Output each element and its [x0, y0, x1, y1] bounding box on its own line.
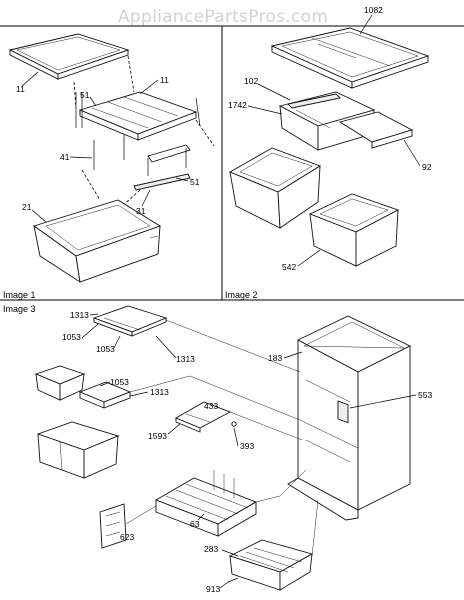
callout-542: 542 — [282, 262, 296, 272]
callout-1313a: 1313 — [70, 310, 89, 320]
shelf-frame — [75, 91, 201, 141]
callout-393: 393 — [240, 441, 254, 451]
image-2-assembly: 1082 102 1742 92 542 — [228, 5, 432, 272]
callout-1742: 1742 — [228, 100, 247, 110]
small-tray-1053 — [78, 381, 132, 409]
callout-41: 41 — [60, 152, 70, 162]
callout-283: 283 — [204, 544, 218, 554]
wire-basket-63 — [154, 470, 258, 537]
callout-51a: 51 — [80, 90, 90, 100]
slide-rails — [93, 135, 191, 191]
refrigerator-cabinet — [287, 315, 412, 521]
door-panel-623 — [99, 503, 127, 549]
callout-1053b: 1053 — [96, 344, 115, 354]
callout-433: 433 — [204, 401, 218, 411]
caption-image-2: Image 2 — [225, 290, 258, 300]
callout-102: 102 — [244, 76, 258, 86]
callout-1593: 1593 — [148, 431, 167, 441]
right-crisper-542 — [308, 193, 400, 267]
glass-shelf-1082 — [270, 27, 430, 89]
small-bin-left — [34, 365, 86, 401]
screw-913 — [227, 577, 239, 583]
caption-image-1: Image 1 — [3, 290, 36, 300]
callout-31: 31 — [136, 206, 146, 216]
upper-drawer — [278, 91, 414, 151]
callout-51b: 51 — [190, 177, 200, 187]
callout-11b: 11 — [160, 75, 169, 85]
callout-553: 553 — [418, 390, 432, 400]
callout-1313c: 1313 — [150, 387, 169, 397]
caption-image-3: Image 3 — [3, 304, 36, 314]
callout-1082: 1082 — [364, 5, 383, 15]
watermark-text: AppliancePartsPros.com — [118, 7, 328, 27]
callout-63: 63 — [190, 519, 200, 529]
panel-dividers — [0, 25, 464, 301]
callout-92: 92 — [422, 162, 432, 172]
freezer-basket-283 — [228, 539, 314, 591]
shelf-bracket — [174, 401, 237, 433]
image-1-assembly: 11 11 51 41 51 31 21 — [8, 33, 215, 283]
callout-11a: 11 — [16, 84, 25, 94]
left-crisper — [228, 147, 322, 229]
callout-913: 913 — [206, 584, 220, 594]
callout-21: 21 — [22, 202, 32, 212]
callout-1313b: 1313 — [176, 354, 195, 364]
crisper-drawer-21 — [32, 199, 162, 283]
glass-shelf — [8, 33, 130, 80]
door-shelf-upper — [92, 305, 168, 337]
callout-1053a: 1053 — [62, 332, 81, 342]
large-double-bin — [36, 421, 120, 479]
callout-623: 623 — [120, 532, 134, 542]
callout-1053c: 1053 — [110, 377, 129, 387]
image-3-assembly: 1313 1053 1053 1313 1053 1313 183 553 43… — [34, 305, 432, 594]
callout-183: 183 — [268, 353, 282, 363]
assembly-lines-3 — [125, 319, 319, 557]
